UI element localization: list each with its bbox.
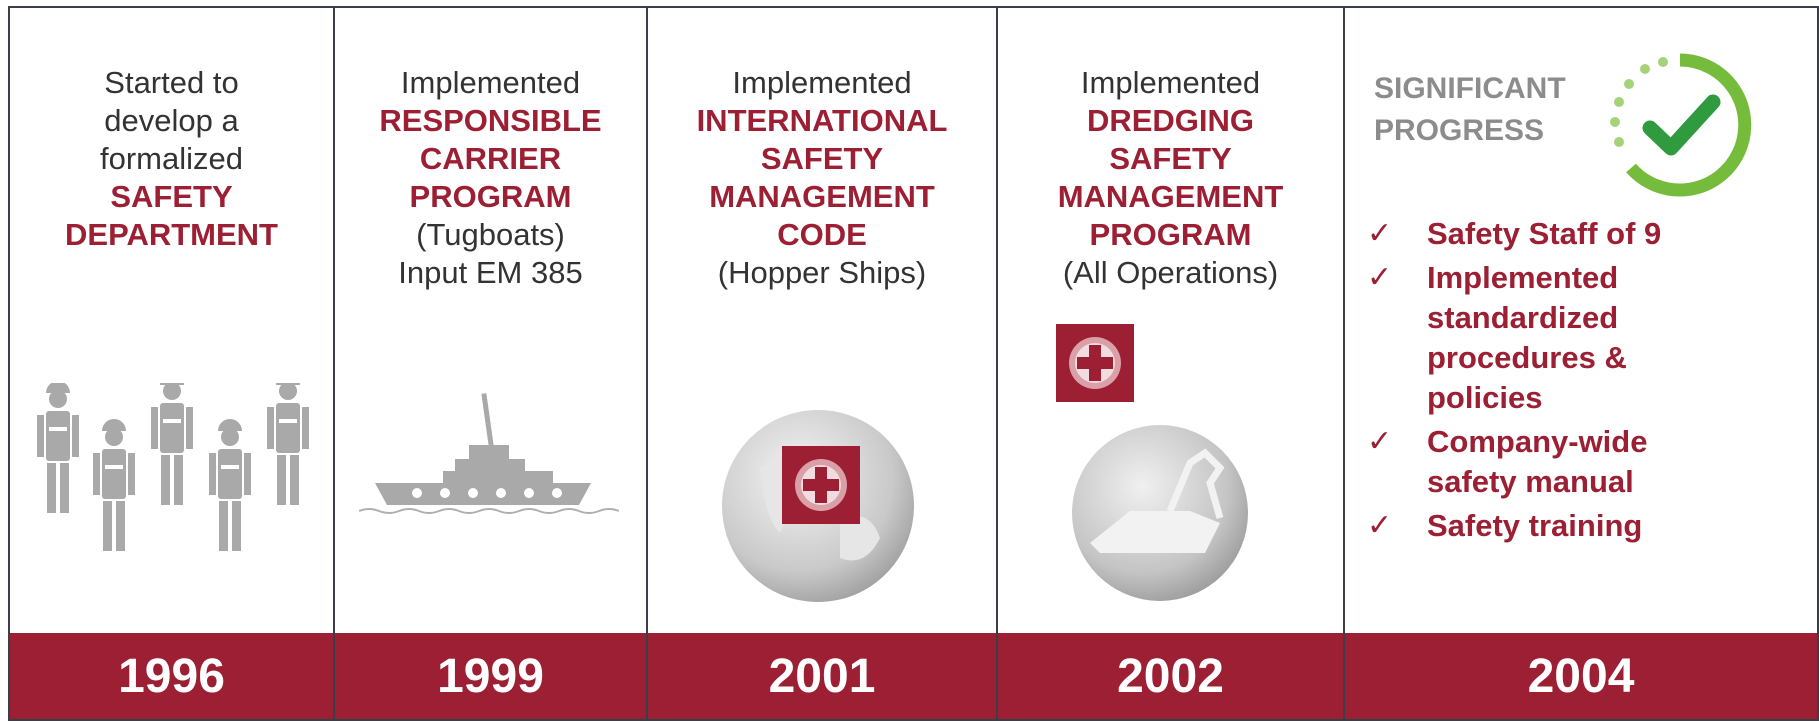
list-item: ✓ Company-wide safety manual	[1367, 422, 1737, 502]
milestone-emphasis: INTERNATIONAL	[696, 103, 948, 138]
timeline-column-1996: Started to develop a formalized SAFETY D…	[10, 8, 335, 633]
checklist-text-line: safety manual	[1427, 464, 1634, 499]
list-item: ✓ Implemented standardized procedures & …	[1367, 258, 1737, 418]
list-item: ✓ Safety training	[1367, 506, 1737, 546]
milestone-description: Implemented RESPONSIBLE CARRIER PROGRAM …	[335, 64, 646, 292]
dredge-globe-icon	[1072, 425, 1248, 601]
milestone-emphasis: SAFETY	[1109, 141, 1232, 176]
year-label: 2002	[998, 633, 1345, 719]
milestone-description: Implemented INTERNATIONAL SAFETY MANAGEM…	[648, 64, 996, 292]
checklist-text-line: policies	[1427, 380, 1543, 415]
description-line: Implemented	[732, 65, 912, 100]
red-cross-icon	[1056, 324, 1134, 402]
checkmark-icon: ✓	[1367, 425, 1393, 458]
checklist-text-line: Safety Staff of 9	[1427, 216, 1662, 251]
milestone-emphasis: PROGRAM	[1089, 217, 1252, 252]
timeline-column-2004: SIGNIFICANT PROGRESS ✓ Safety Staff of 9	[1345, 8, 1817, 633]
progress-heading-line: SIGNIFICANT	[1374, 72, 1566, 105]
description-line: (Tugboats)	[416, 217, 565, 252]
list-item: ✓ Safety Staff of 9	[1367, 214, 1737, 254]
checkmark-icon: ✓	[1367, 261, 1393, 294]
milestone-emphasis: RESPONSIBLE	[379, 103, 602, 138]
description-line: (All Operations)	[1062, 255, 1279, 290]
timeline-grid: Started to develop a formalized SAFETY D…	[8, 6, 1819, 721]
year-label: 1996	[10, 633, 335, 719]
checklist-text-line: Safety training	[1427, 508, 1643, 543]
description-line: Started to	[104, 65, 239, 100]
description-line: develop a	[104, 103, 239, 138]
progress-checklist: ✓ Safety Staff of 9 ✓ Implemented standa…	[1367, 214, 1737, 550]
milestone-description: Started to develop a formalized SAFETY D…	[10, 64, 333, 254]
checkmark-icon: ✓	[1367, 509, 1393, 542]
description-line: Implemented	[400, 65, 581, 100]
timeline-column-2001: Implemented INTERNATIONAL SAFETY MANAGEM…	[648, 8, 998, 633]
progress-heading-line: PROGRESS	[1374, 114, 1545, 147]
red-cross-icon	[782, 446, 860, 524]
year-label: 1999	[335, 633, 648, 719]
checklist-text-line: Company-wide	[1427, 424, 1648, 459]
milestone-emphasis: SAFETY	[110, 179, 233, 214]
milestone-emphasis: DEPARTMENT	[65, 217, 278, 252]
green-checkmark-ring-icon	[1610, 53, 1752, 197]
description-line: formalized	[100, 141, 243, 176]
progress-heading: SIGNIFICANT PROGRESS	[1374, 68, 1566, 152]
description-line: (Hopper Ships)	[717, 255, 927, 290]
checkmark-icon: ✓	[1367, 217, 1393, 250]
timeline-column-2002: Implemented DREDGING SAFETY MANAGEMENT P…	[998, 8, 1345, 633]
milestone-emphasis: PROGRAM	[409, 179, 572, 214]
checklist-text-line: Implemented	[1427, 260, 1619, 295]
milestone-emphasis: SAFETY	[760, 141, 884, 176]
year-label: 2004	[1345, 633, 1817, 719]
tugboat-icon	[359, 393, 619, 514]
description-line: Implemented	[1080, 65, 1261, 100]
year-label: 2001	[648, 633, 998, 719]
milestone-emphasis: DREDGING	[1086, 103, 1255, 138]
milestone-emphasis: CODE	[777, 217, 867, 252]
milestone-emphasis: CARRIER	[419, 141, 562, 176]
checklist-text-line: standardized	[1427, 300, 1619, 335]
milestone-emphasis: MANAGEMENT	[709, 179, 935, 214]
description-line: Input EM 385	[398, 255, 583, 290]
checklist-item-text: Company-wide safety manual	[1427, 422, 1647, 502]
construction-workers-icon	[37, 383, 309, 551]
checklist-item-text: Implemented standardized procedures & po…	[1427, 258, 1627, 418]
timeline-column-1999: Implemented RESPONSIBLE CARRIER PROGRAM …	[335, 8, 648, 633]
milestone-description: Implemented DREDGING SAFETY MANAGEMENT P…	[998, 64, 1343, 292]
milestone-emphasis: MANAGEMENT	[1057, 179, 1284, 214]
checklist-text-line: procedures &	[1427, 340, 1627, 375]
checklist-item-text: Safety training	[1427, 506, 1642, 546]
checklist-item-text: Safety Staff of 9	[1427, 214, 1661, 254]
